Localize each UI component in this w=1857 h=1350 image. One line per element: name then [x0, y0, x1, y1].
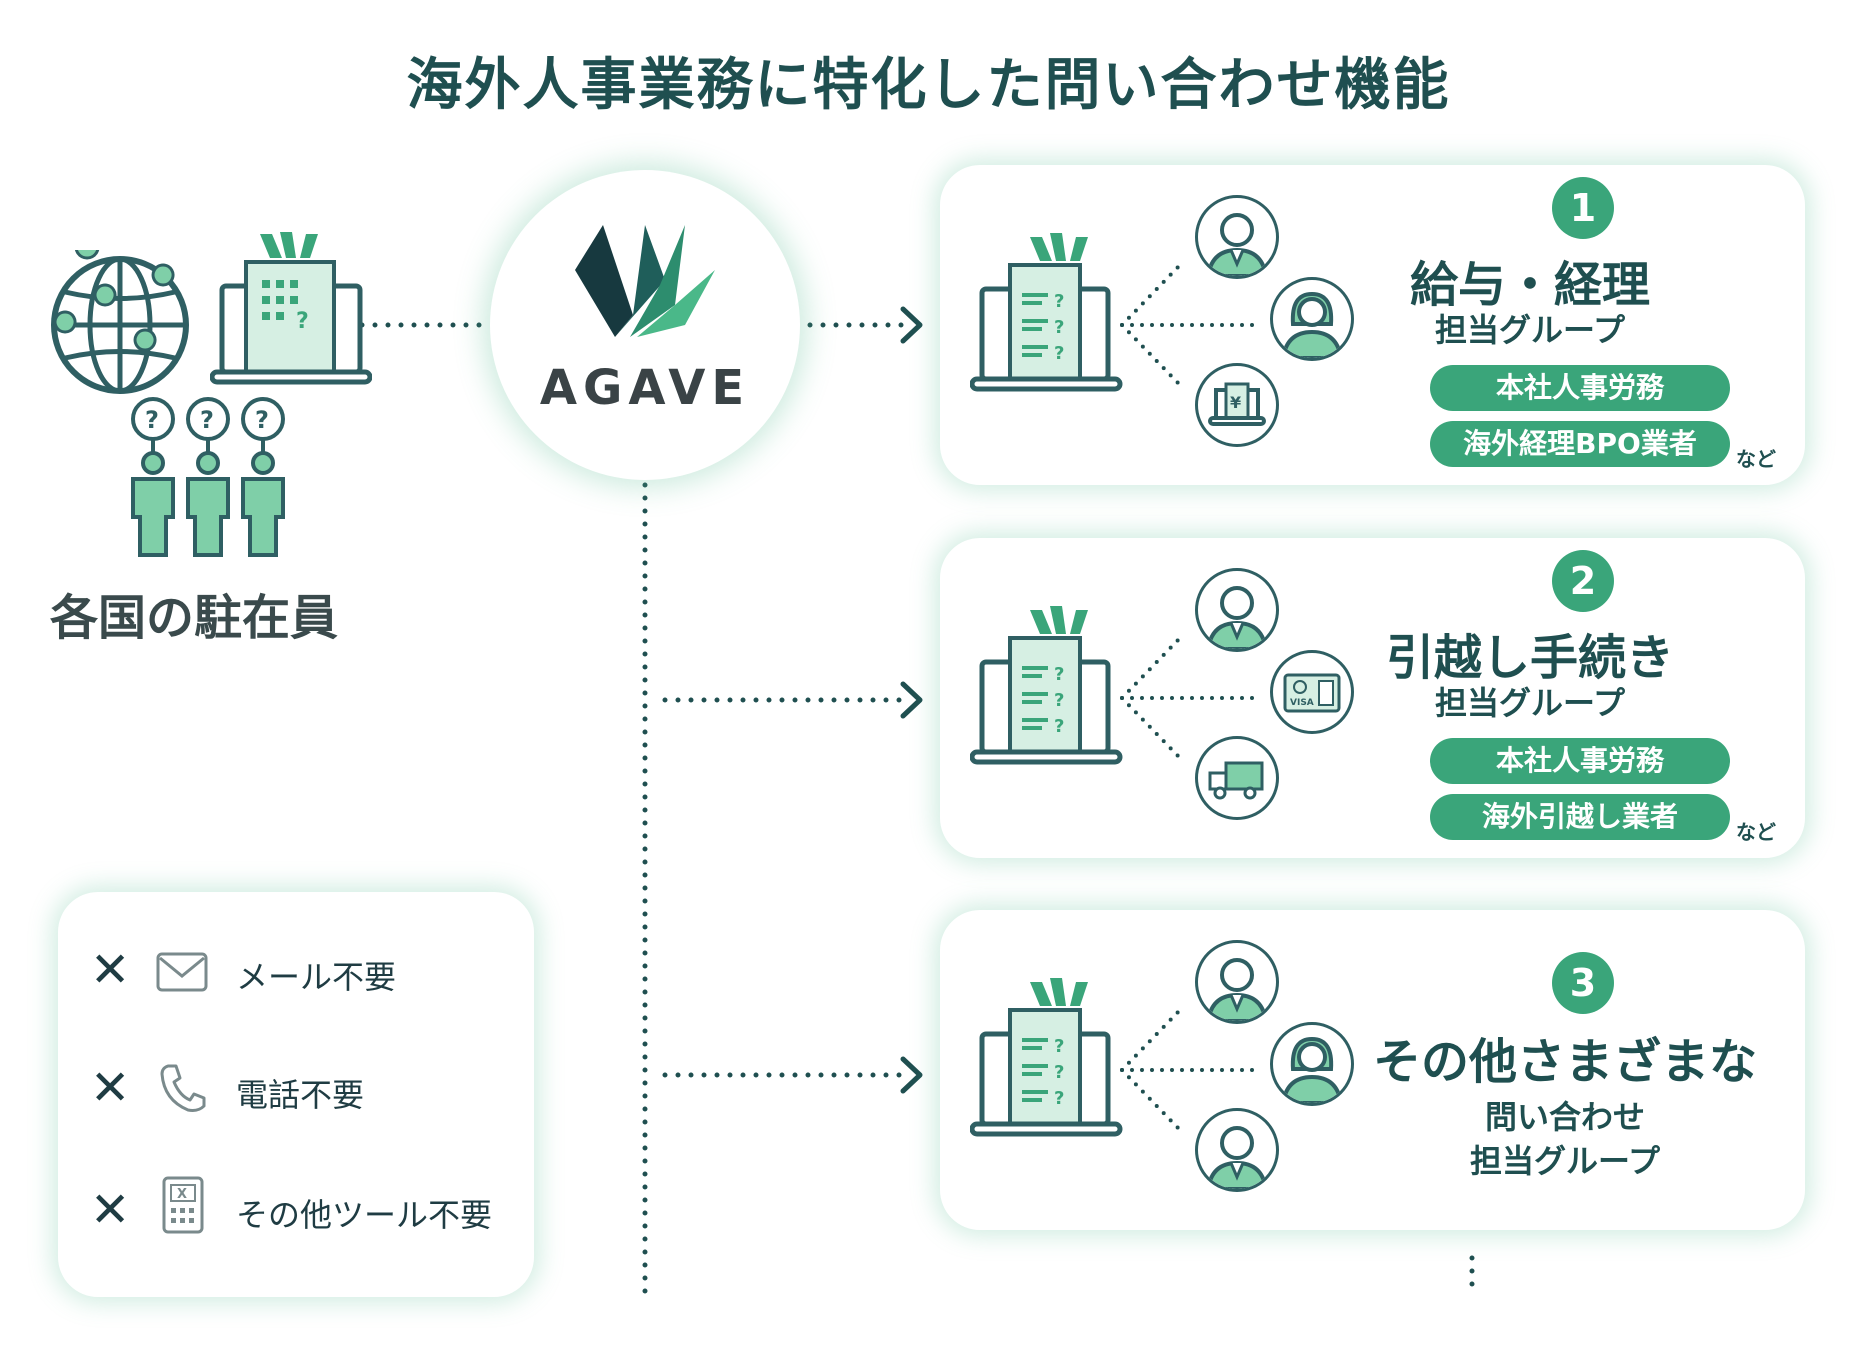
phone-icon	[160, 1064, 206, 1112]
mail-icon	[156, 952, 208, 992]
group-subtitle: 担当グループ	[1434, 311, 1626, 349]
etc-label: など	[1736, 447, 1776, 471]
svg-text:?: ?	[1054, 1036, 1064, 1057]
globe-icon	[51, 250, 189, 394]
group-title: 給与・経理	[1409, 257, 1650, 313]
svg-text:VISA: VISA	[1290, 698, 1314, 708]
company-laptop-icon: ?	[210, 232, 372, 385]
group-number-badge: 3	[1552, 952, 1614, 1014]
expat-people-icon: ? ? ?	[131, 397, 285, 557]
person-female-icon	[1270, 277, 1354, 361]
group-card-3: ??? 3 その他さまざまな 問い合わせ 担当グループ	[940, 910, 1805, 1230]
person-icon	[1195, 568, 1279, 652]
agave-logo-icon	[575, 225, 715, 337]
cross-icon: ✕	[90, 1182, 131, 1238]
inquiry-laptop-icon: ???	[970, 606, 1262, 765]
svg-text:?: ?	[1054, 343, 1064, 364]
tag-pill: 本社人事労務	[1430, 365, 1730, 411]
agave-logo-text: AGAVE	[539, 360, 751, 416]
etc-label: など	[1736, 820, 1776, 844]
svg-text:?: ?	[255, 406, 269, 434]
group-card-1: ??? ¥ 1 給与・経理 担当グループ 本社人事労務 海外経理BPO業者 など	[940, 165, 1805, 485]
svg-text:?: ?	[1054, 664, 1064, 685]
tag-pill: 本社人事労務	[1430, 738, 1730, 784]
legend-label: 電話不要	[236, 1076, 365, 1114]
svg-text:?: ?	[296, 309, 309, 334]
person-icon	[1195, 1108, 1279, 1192]
cross-icon: ✕	[90, 942, 131, 998]
svg-text:X: X	[177, 1187, 187, 1202]
svg-text:?: ?	[1054, 1088, 1064, 1109]
tag-pill: 海外引越し業者	[1430, 794, 1730, 840]
legend-label: その他ツール不要	[236, 1196, 493, 1234]
page-title: 海外人事業務に特化した問い合わせ機能	[406, 53, 1451, 118]
svg-text:?: ?	[1054, 1062, 1064, 1083]
inquiry-laptop-icon: ???	[970, 978, 1262, 1137]
yen-laptop-icon: ¥	[1195, 363, 1279, 447]
group-subtitle-line2: 担当グループ	[1469, 1142, 1661, 1180]
visa-card-icon: VISA	[1270, 650, 1354, 734]
cross-icon: ✕	[90, 1060, 131, 1116]
group-title: その他さまざまな	[1372, 1034, 1757, 1090]
person-icon	[1195, 195, 1279, 279]
svg-text:?: ?	[145, 406, 159, 434]
svg-text:?: ?	[1054, 291, 1064, 312]
svg-text:?: ?	[1054, 716, 1064, 737]
calculator-icon: X	[162, 1176, 204, 1234]
legend-box: ✕ メール不要 ✕ 電話不要 ✕ X その他ツール不要	[58, 892, 534, 1297]
group-number-badge: 1	[1552, 177, 1614, 239]
group-title: 引越し手続き	[1385, 630, 1674, 686]
person-icon	[1195, 940, 1279, 1024]
person-female-icon	[1270, 1022, 1354, 1106]
group-number-badge: 2	[1552, 550, 1614, 612]
expats-label: 各国の駐在員	[50, 590, 339, 646]
tag-pill: 海外経理BPO業者	[1430, 421, 1730, 467]
truck-icon	[1195, 736, 1279, 820]
svg-text:?: ?	[1054, 317, 1064, 338]
agave-hub: AGAVE	[490, 170, 800, 480]
inquiry-laptop-icon: ???	[970, 233, 1262, 392]
legend-label: メール不要	[236, 958, 397, 996]
svg-text:?: ?	[200, 406, 214, 434]
group-card-2: ??? VISA 2 引越し手続き 担当グループ 本社人事労務 海外引越し業者 …	[940, 538, 1805, 858]
group-subtitle-line1: 問い合わせ	[1484, 1098, 1645, 1136]
svg-text:¥: ¥	[1230, 393, 1241, 412]
group-subtitle: 担当グループ	[1434, 684, 1626, 722]
svg-text:?: ?	[1054, 690, 1064, 711]
